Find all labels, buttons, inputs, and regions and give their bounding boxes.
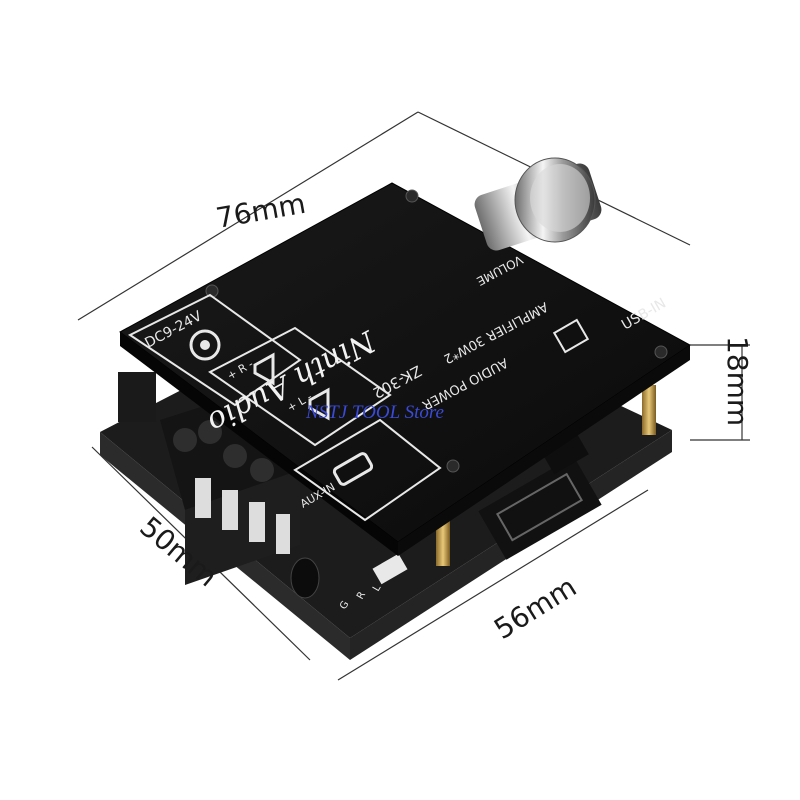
volume-knob bbox=[474, 157, 602, 251]
terminal-opening-4 bbox=[276, 514, 290, 554]
speaker-panel-outline bbox=[208, 326, 392, 447]
screw-icon bbox=[405, 189, 419, 203]
store-watermark: NSTJ TOOL Store bbox=[305, 402, 444, 423]
power-panel-outline bbox=[128, 293, 302, 407]
screw-icon bbox=[446, 459, 460, 473]
standoff-right bbox=[642, 385, 656, 435]
right-ch-label: R bbox=[355, 590, 368, 602]
terminal-opening-2 bbox=[222, 490, 238, 530]
smd-component bbox=[372, 553, 408, 585]
left-ch-label: L bbox=[371, 583, 384, 594]
dim-56-line bbox=[337, 489, 649, 681]
speaker-icon bbox=[308, 387, 330, 421]
speaker-terminal-block bbox=[160, 385, 300, 585]
dc-jack bbox=[118, 372, 156, 422]
terminal-opening-3 bbox=[249, 502, 265, 542]
brass-standoffs bbox=[436, 385, 656, 566]
terminal-screw-3 bbox=[223, 444, 247, 468]
aux-panel-outline bbox=[293, 418, 442, 522]
aux-jack bbox=[290, 557, 320, 599]
dim-76-line bbox=[77, 111, 419, 321]
terminal-opening-1 bbox=[195, 478, 211, 518]
dim-length-front: 56mm bbox=[488, 570, 582, 646]
terminal-screw-2 bbox=[198, 420, 222, 444]
terminal-screw-1 bbox=[173, 428, 197, 452]
terminal-screw-4 bbox=[250, 458, 274, 482]
dim-height-right: 18mm bbox=[721, 336, 754, 426]
power-polarity-icon bbox=[189, 329, 221, 361]
aux-plug-icon bbox=[332, 452, 374, 486]
usb-icon bbox=[552, 318, 590, 354]
screw-icon bbox=[654, 345, 668, 359]
top-board bbox=[119, 182, 691, 556]
speaker-icon bbox=[253, 352, 275, 386]
standoff-front bbox=[436, 518, 450, 566]
dim-length-top: 76mm bbox=[213, 187, 308, 235]
